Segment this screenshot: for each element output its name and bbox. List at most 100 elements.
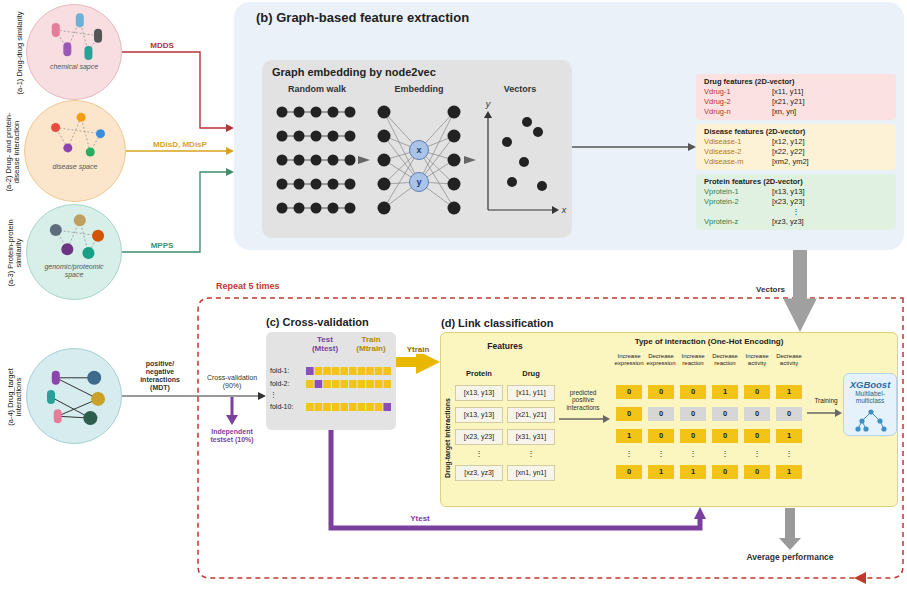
node-text: disease space	[35, 163, 115, 171]
node-text: fold-10:	[270, 402, 304, 411]
label-wrap: ⋮	[776, 449, 802, 459]
label-wrap: 0	[648, 407, 674, 421]
label-wrap: 0	[680, 385, 706, 399]
text-wrap: Vdisease-2	[704, 147, 766, 157]
label-wrap: 0	[744, 429, 770, 443]
fold-square	[332, 367, 340, 375]
fold-square	[383, 367, 391, 375]
flow-arrow	[559, 418, 603, 420]
edge-label-wrap: Ytest	[408, 514, 432, 523]
text-wrap: (c) Cross-validation	[266, 316, 369, 328]
label-text: [xz3, yz3]	[455, 465, 503, 481]
axis-arrow	[552, 206, 559, 214]
label-text: 1	[776, 429, 802, 443]
label-wrap: 0	[680, 407, 706, 421]
fold-square	[340, 380, 348, 388]
nn-node	[448, 202, 461, 215]
connector	[396, 357, 423, 367]
protein-icon	[50, 224, 62, 236]
node-text: Vprotein-1	[704, 187, 766, 197]
text-wrap: (a-3) Protein-protein similarity	[7, 205, 24, 301]
label-text: Features	[455, 341, 555, 351]
label-text: 0	[776, 407, 802, 421]
label-text: Decrease activity	[774, 353, 805, 367]
label-text: x	[416, 145, 421, 155]
node-text: Test (Mtest)	[306, 335, 344, 353]
feature-box: Protein features (2D-vector)Vprotein-1[x…	[696, 174, 896, 230]
text-wrap: genomic/proteomic space	[36, 263, 111, 278]
fold-square	[366, 380, 374, 388]
icon-group	[25, 101, 127, 203]
label-text: 0	[616, 385, 642, 399]
label-wrap: 1	[776, 465, 802, 479]
walk-node	[328, 107, 339, 118]
text-wrap: XGBoost	[846, 379, 894, 390]
label-wrap: Increase activity	[742, 353, 773, 367]
label-wrap: [xz3, yz3]	[455, 465, 503, 481]
edge-label: MDDS	[148, 41, 176, 50]
label-wrap: Decrease reaction	[710, 353, 741, 367]
label-wrap: 0	[744, 465, 770, 479]
text-wrap: fold-2:	[270, 379, 304, 388]
text-wrap: [x11, y11]	[772, 87, 888, 97]
label-wrap: Protein	[455, 369, 503, 378]
label-text: Training	[809, 397, 843, 404]
loop-arrowhead	[854, 572, 866, 584]
protein-icon	[74, 214, 86, 226]
label-wrap: Training	[809, 397, 843, 404]
axis	[487, 116, 488, 210]
text-wrap: (a-1) Drug-drug similarity	[16, 5, 24, 101]
label-text: ⋮	[507, 449, 555, 459]
tree-node	[881, 426, 886, 431]
label-text: 1	[680, 465, 706, 479]
similarity-link	[56, 128, 101, 134]
label-wrap: 1	[776, 385, 802, 399]
edge-label: positive/ negative interactions (MDT)	[129, 360, 191, 392]
vector-point	[537, 181, 547, 191]
walk-node	[294, 203, 305, 214]
pill-icon	[47, 390, 55, 404]
label-text: [x13, y13]	[455, 407, 503, 423]
node-text: [x13, y13]	[772, 187, 888, 197]
node-text: chemical sapce	[36, 63, 111, 71]
text-wrap: Train (Mtrain)	[348, 335, 394, 353]
fold-square	[306, 403, 314, 411]
label-wrap: ⋮	[455, 449, 503, 459]
walk-node	[328, 155, 339, 166]
disease-icon	[96, 129, 105, 138]
label-text: Average performance	[745, 552, 835, 562]
edge-label: Ytest	[408, 514, 432, 523]
nn-node	[378, 202, 391, 215]
connector	[122, 395, 260, 396]
node-text: ⋮	[270, 390, 304, 399]
vector-point	[522, 117, 532, 127]
text-wrap: fold-10:	[270, 402, 304, 411]
label-text: Drug-target interactions	[444, 385, 451, 491]
label-text: 1	[712, 385, 738, 399]
node-text: Vdisease-m	[704, 157, 766, 167]
fold-square	[340, 403, 348, 411]
label-wrap: Vectors	[480, 84, 560, 94]
label-wrap: ⋮	[616, 449, 642, 459]
vector-point	[502, 137, 512, 147]
fold-square	[383, 380, 391, 388]
edge-label-wrap: Ytrain	[405, 345, 432, 354]
label-wrap: 1	[616, 429, 642, 443]
text-wrap: Vdrug-n	[704, 107, 766, 117]
text-wrap: Vprotein-2	[704, 197, 766, 207]
edge-label-wrap: MDDS	[148, 41, 176, 50]
fold-square	[375, 403, 383, 411]
flow-arrowhead	[835, 409, 842, 417]
walk-node	[311, 179, 322, 190]
label-wrap: 0	[744, 385, 770, 399]
label-wrap: Drug	[507, 369, 555, 378]
feature-box: Disease features (2D-vector)Vdisease-1[x…	[696, 124, 896, 170]
label-text: Random walk	[277, 84, 357, 94]
fold-square	[323, 403, 331, 411]
label-text: ⋮	[776, 449, 802, 459]
label-text: [xn1, yn1]	[507, 465, 555, 481]
connector	[122, 172, 228, 252]
protein-icon	[82, 247, 94, 259]
label-text: Increase activity	[742, 353, 773, 367]
text-wrap: ⋮	[270, 390, 304, 399]
